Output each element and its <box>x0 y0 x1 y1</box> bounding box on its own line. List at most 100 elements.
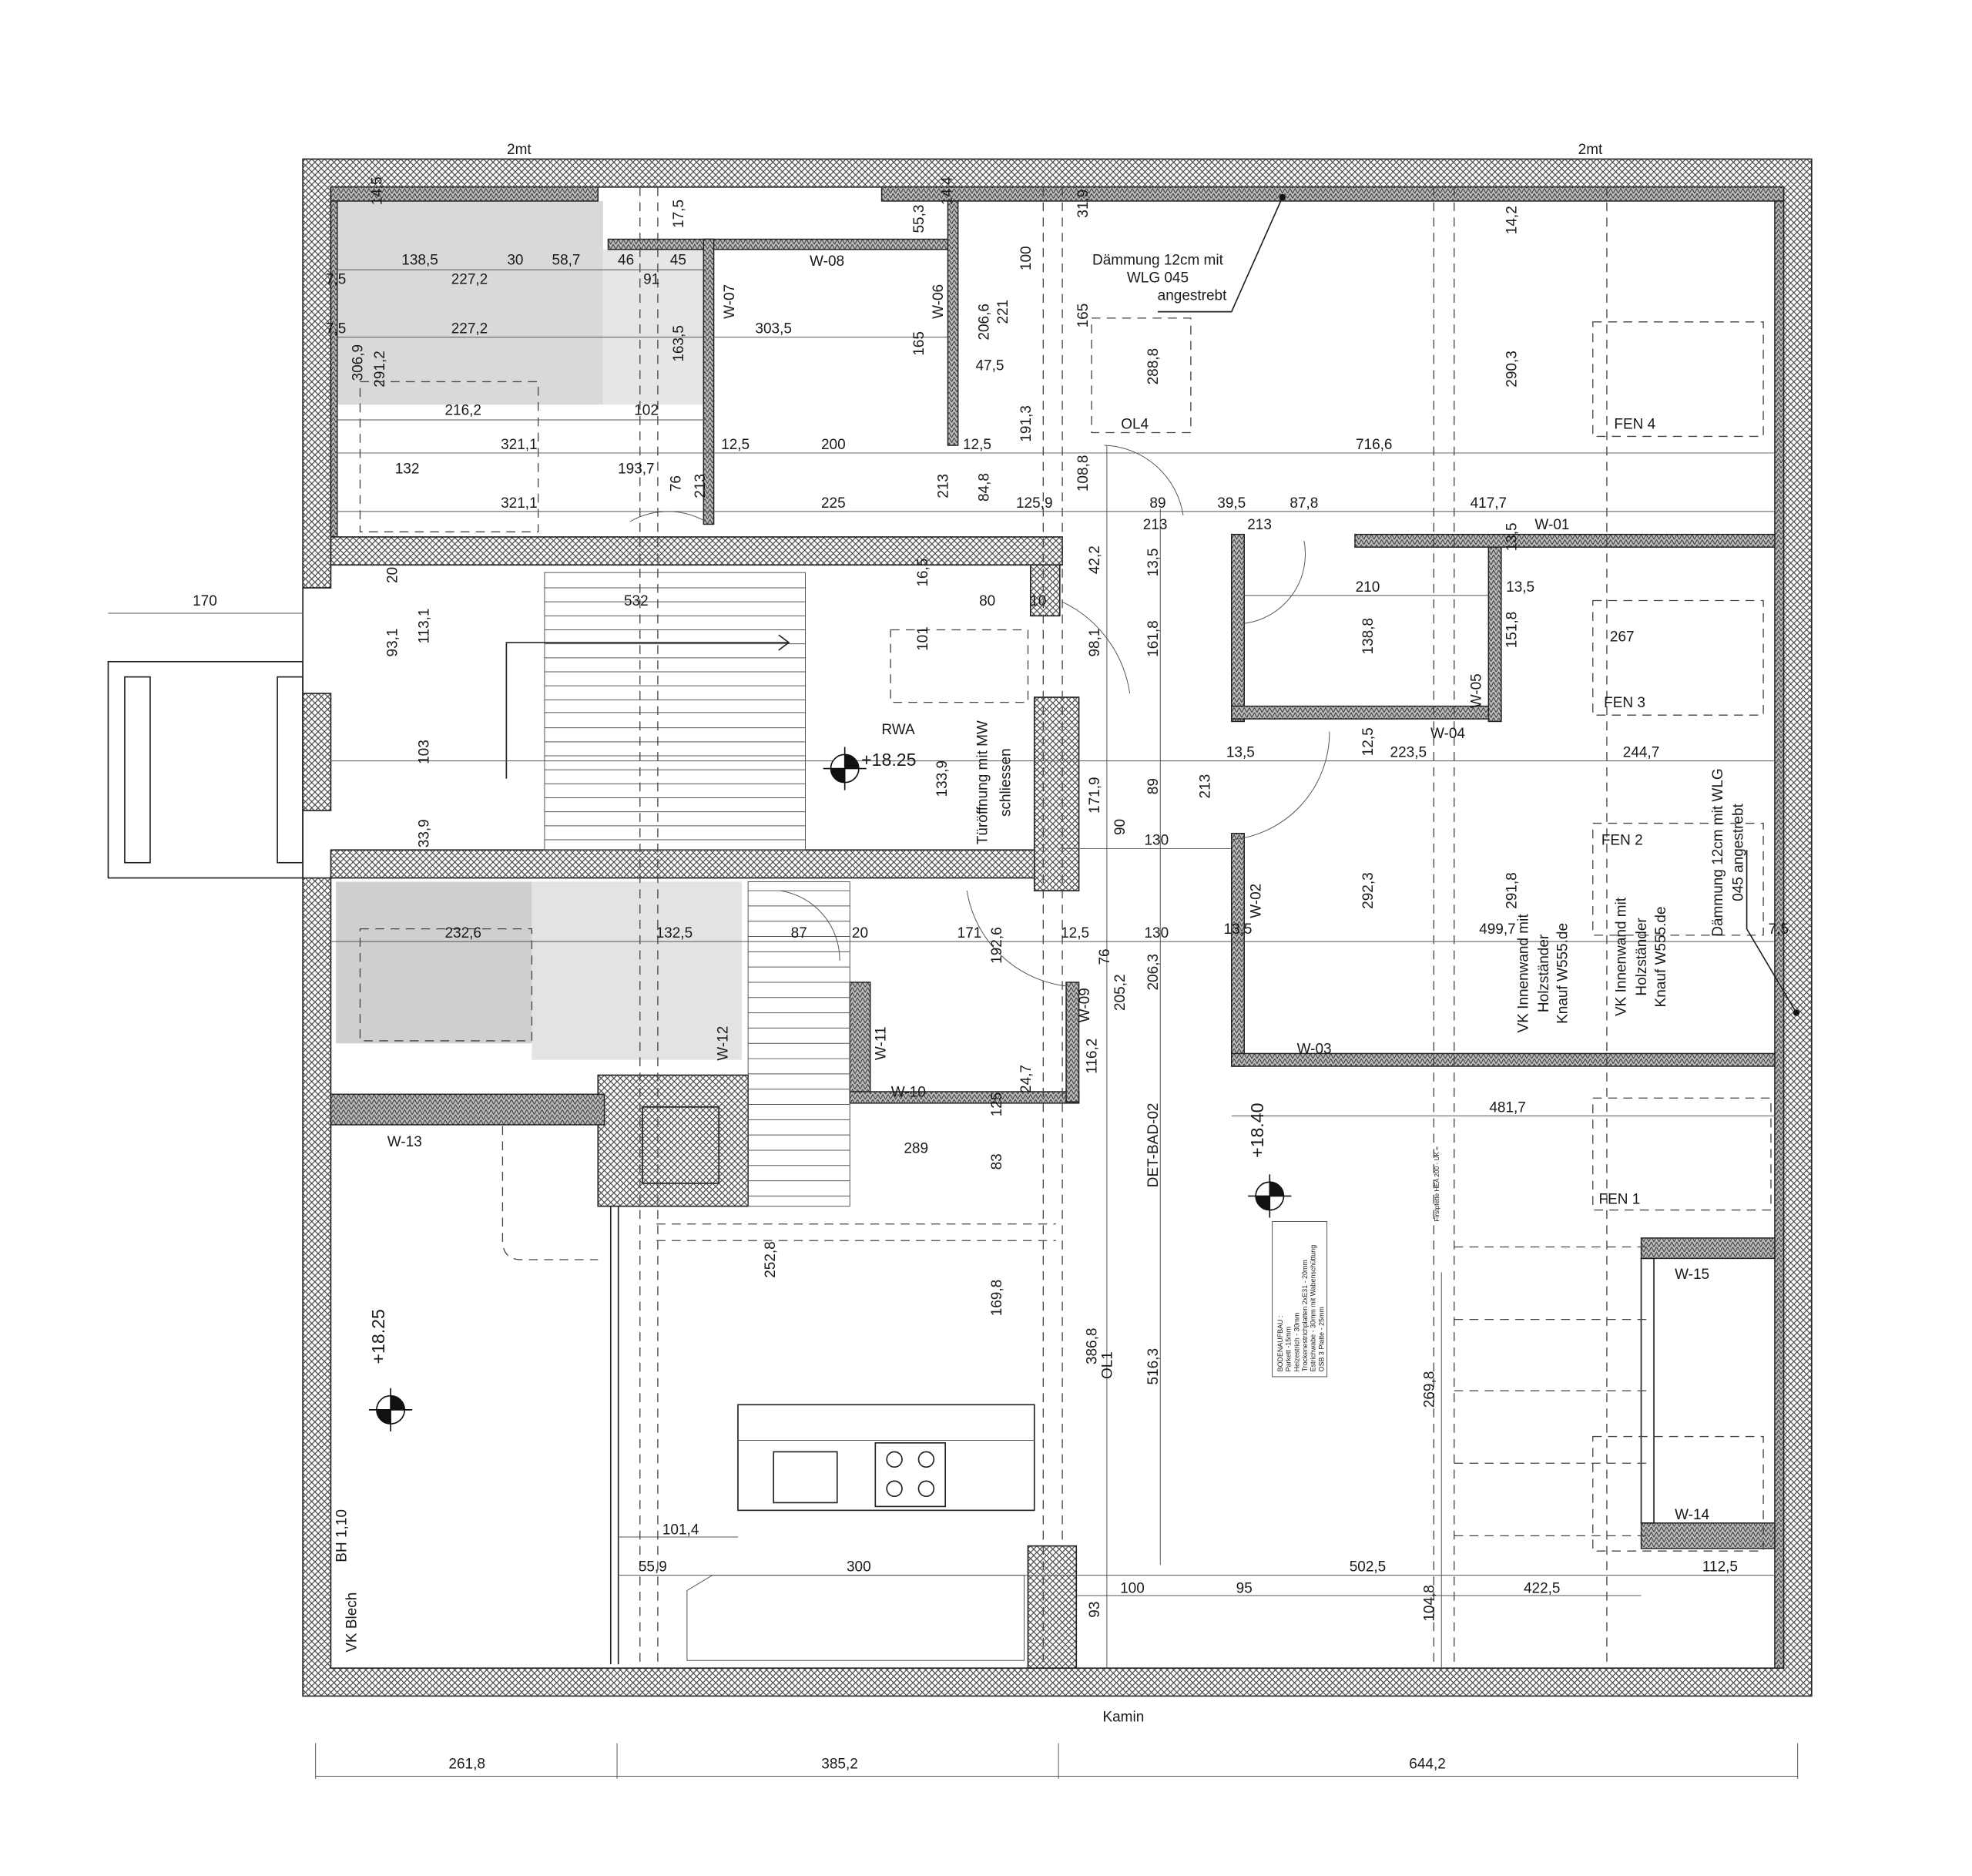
dimension-label: 213 <box>935 474 951 498</box>
dimension-label: 76 <box>669 475 685 492</box>
dimension-label: 83 <box>989 1153 1005 1170</box>
dimension-label: 76 <box>1097 948 1113 965</box>
dimension-label: 417,7 <box>1471 495 1508 512</box>
annotation-label: angestrebt <box>1158 288 1227 304</box>
annotation-label: FEN 3 <box>1604 695 1645 711</box>
dimension-label: 93 <box>1087 1602 1103 1618</box>
dimension-label: 165 <box>911 331 927 356</box>
dimension-label: 191,3 <box>1018 405 1035 442</box>
dimension-label: 39,5 <box>1217 495 1246 512</box>
dimension-label: 210 <box>1356 579 1380 596</box>
dimension-label: 303,5 <box>755 321 792 337</box>
dimension-label: 165 <box>1075 304 1092 328</box>
dimension-label: 7,5 <box>326 271 346 287</box>
floor-buildup-line: Heizestrich - 30mm <box>1293 1313 1300 1372</box>
level-label: +18.25 <box>368 1309 388 1364</box>
dimension-label: 113,1 <box>417 608 433 643</box>
dimension-label: 98,1 <box>1087 629 1103 657</box>
dimension-label: 116,2 <box>1085 1039 1101 1074</box>
wall-id-label: W-03 <box>1297 1041 1332 1057</box>
dimension-label: 45 <box>670 253 686 269</box>
dimension-label: 171 <box>957 925 982 941</box>
dimension-label: 481,7 <box>1489 1099 1526 1116</box>
sink-icon <box>773 1451 838 1504</box>
annotation-label: schliessen <box>998 748 1014 817</box>
dimension-label: 213 <box>693 474 709 498</box>
dimension-label: 213 <box>1198 774 1214 799</box>
level-marker: +18.40 <box>1247 1103 1292 1218</box>
annotation-label: DET-BAD-02 <box>1145 1103 1162 1188</box>
dimension-label: 104,8 <box>1421 1585 1437 1622</box>
dimension-label: 100 <box>1120 1581 1145 1597</box>
annotation-label: Dämmung 12cm mit WLG <box>1710 768 1726 936</box>
annotation-label: FEN 4 <box>1614 417 1655 433</box>
dimension-label: 55,3 <box>911 205 927 233</box>
dimension-label: 386,8 <box>1085 1328 1101 1365</box>
stud-walls <box>607 200 1776 1665</box>
level-marker: +18.25 <box>823 747 916 790</box>
level-label: +18.40 <box>1247 1103 1267 1158</box>
wall-id-label: W-12 <box>716 1026 732 1061</box>
dimension-label: 20 <box>852 925 868 941</box>
dimension-label: 138,5 <box>401 253 438 269</box>
annotation-label: Knauf W555.de <box>1555 923 1571 1024</box>
dimension-label: 10 <box>1030 593 1046 609</box>
annotation-label: FEN 1 <box>1599 1191 1641 1207</box>
dimension-label: 13,5 <box>1145 548 1162 576</box>
dimension-label: 33,9 <box>417 819 433 847</box>
dimension-label: 532 <box>624 593 649 609</box>
dimension-label: 17,5 <box>671 200 687 228</box>
kitchen-island <box>686 1404 1035 1661</box>
dimension-label: 16,5 <box>915 559 931 587</box>
dimension-label: 14,4 <box>939 176 955 205</box>
staircase <box>505 572 850 1207</box>
dimension-label: 20 <box>384 567 401 583</box>
annotation-label: WLG 045 <box>1127 270 1189 287</box>
dimension-label: 132,5 <box>656 925 693 941</box>
dimension-label: 244,7 <box>1623 745 1660 761</box>
dimension-label: 267 <box>1610 629 1635 645</box>
dimension-label: 193,7 <box>618 461 655 477</box>
dimension-label: 205,2 <box>1112 974 1129 1011</box>
dimension-label: 55,9 <box>639 1559 667 1576</box>
dimension-label: 221 <box>995 300 1011 324</box>
dimension-label: 12,5 <box>1360 727 1377 756</box>
wall-id-label: W-14 <box>1675 1507 1709 1523</box>
dimension-label: 213 <box>1143 517 1168 533</box>
dimension-label: 101,4 <box>662 1522 699 1539</box>
floor-buildup-line: Parkett -15mm <box>1285 1327 1293 1371</box>
beam-note: Firstpfette HEA 200 - UK = <box>1434 1146 1440 1222</box>
dimension-label: 87 <box>791 925 807 941</box>
dimension-label: 100 <box>1018 246 1035 270</box>
dimension-label: 227,2 <box>451 321 488 337</box>
annotation-label: 045 angestrebt <box>1731 803 1747 901</box>
annotation-label: Holzständer <box>1536 935 1552 1012</box>
interior-walls <box>330 536 1080 1669</box>
dimension-label: 300 <box>847 1559 871 1576</box>
annotation-label: FEN 2 <box>1601 833 1643 849</box>
dimension-label: 31,9 <box>1075 190 1092 218</box>
dimension-label: 46 <box>618 253 634 269</box>
dimension-label: 499,7 <box>1479 921 1516 938</box>
dimension-label: 644,2 <box>1409 1757 1446 1773</box>
floor-buildup-line: OSB 3 Platte - 25mm <box>1317 1307 1325 1371</box>
dimension-label: 516,3 <box>1145 1348 1162 1385</box>
dimension-label: 13,5 <box>1226 745 1255 761</box>
level-label: +18.25 <box>861 750 916 770</box>
dimension-label: 91 <box>643 271 659 287</box>
dimension-label: 163,5 <box>671 325 687 362</box>
dimension-label: 385,2 <box>821 1757 858 1773</box>
dimension-label: 130 <box>1144 833 1169 849</box>
dimension-label: 321,1 <box>501 437 538 453</box>
floor-buildup-box <box>1272 1220 1328 1378</box>
dimension-lines <box>315 193 1800 1779</box>
dimension-label: 227,2 <box>451 271 488 287</box>
wall-id-label: W-09 <box>1077 988 1093 1022</box>
dimension-label: 225 <box>821 495 846 512</box>
wall-id-label: W-15 <box>1675 1267 1709 1283</box>
dimension-label: 130 <box>1144 925 1169 941</box>
dimension-label: 42,2 <box>1087 545 1103 574</box>
dimension-label: 12,5 <box>1061 925 1089 941</box>
balcony <box>107 612 304 879</box>
annotation-label: Knauf W555.de <box>1653 907 1669 1008</box>
